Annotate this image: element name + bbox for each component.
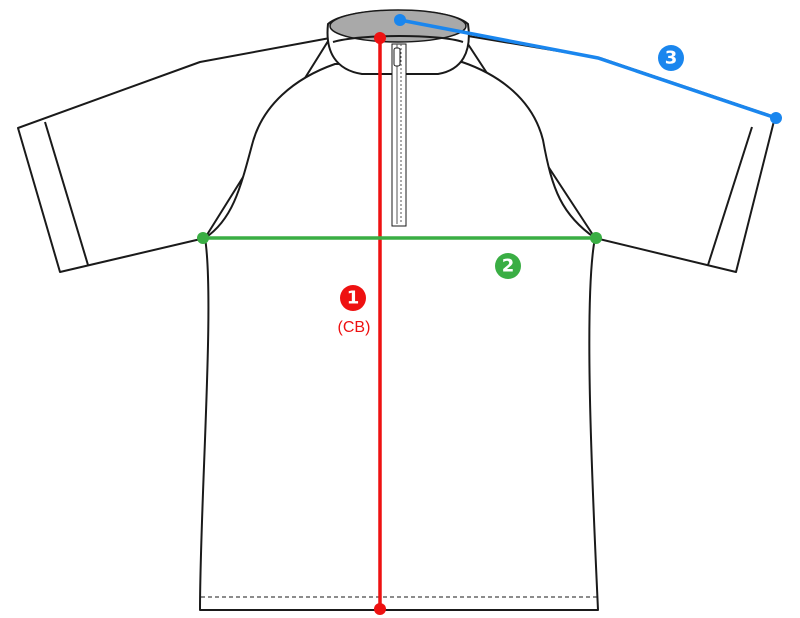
garment-body bbox=[199, 61, 599, 611]
zipper bbox=[391, 43, 407, 227]
sleeve-endpoint-neck bbox=[394, 14, 406, 26]
length-badge bbox=[340, 285, 366, 311]
chest-badge bbox=[495, 253, 521, 279]
chest-endpoint-left bbox=[197, 232, 209, 244]
length-endpoint-top bbox=[374, 32, 386, 44]
sleeve-endpoint-cuff bbox=[770, 112, 782, 124]
length-endpoint-bottom bbox=[374, 603, 386, 615]
measurement-length: 1 (CB) bbox=[338, 32, 386, 615]
right-cuff-line bbox=[707, 126, 753, 266]
left-cuff-line bbox=[44, 121, 89, 266]
measurement-sleeve: 3 bbox=[394, 14, 782, 124]
chest-endpoint-right bbox=[590, 232, 602, 244]
sleeve-badge bbox=[658, 45, 684, 71]
sleeve-line bbox=[399, 18, 777, 120]
length-badge-number: 1 bbox=[347, 288, 360, 309]
sleeve-badge-number: 3 bbox=[665, 48, 678, 69]
measurement-chest: 2 bbox=[197, 232, 602, 279]
chest-badge-number: 2 bbox=[502, 256, 515, 277]
collar-front-edge bbox=[332, 35, 464, 43]
left-sleeve bbox=[17, 37, 331, 273]
collar-inside bbox=[329, 9, 467, 43]
length-note: (CB) bbox=[338, 319, 371, 336]
